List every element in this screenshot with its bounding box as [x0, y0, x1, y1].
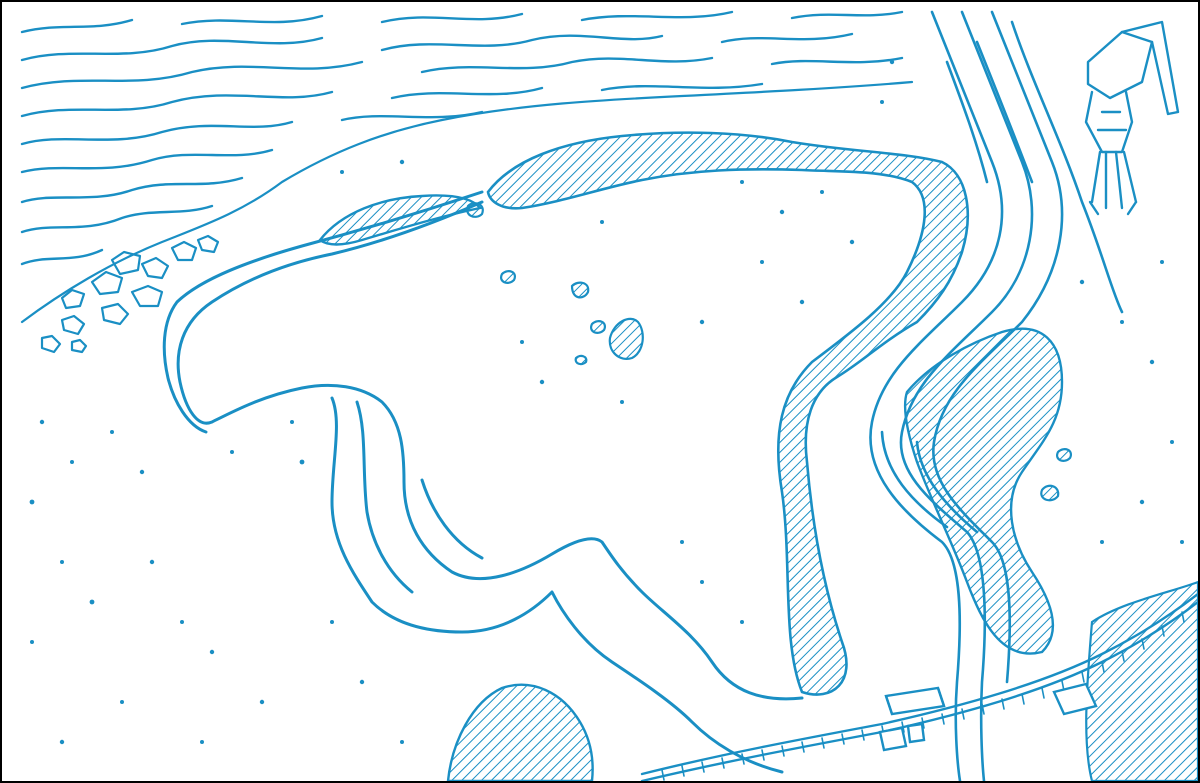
lagoon-shore-outline: [162, 190, 804, 774]
river-channel: [869, 10, 1124, 781]
harbour-crane: [1084, 20, 1180, 216]
rocky-shoreline: [20, 80, 914, 354]
sea-waves: [20, 10, 904, 266]
railway-track: [640, 592, 1198, 781]
small-islets: [466, 202, 1072, 502]
small-buildings: [878, 682, 1098, 752]
ground-speckles: [29, 59, 1184, 745]
hatched-hill: [446, 683, 594, 781]
